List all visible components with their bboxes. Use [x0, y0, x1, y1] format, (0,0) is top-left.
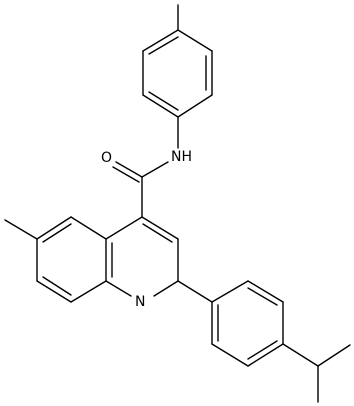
atom-labels: NH O N: [101, 149, 192, 310]
bond-lines: [4, 4, 351, 403]
ring-nitrogen-label: N: [135, 294, 145, 310]
nh-atom-label: NH: [171, 149, 192, 165]
carbonyl-oxygen-label: O: [101, 150, 112, 166]
